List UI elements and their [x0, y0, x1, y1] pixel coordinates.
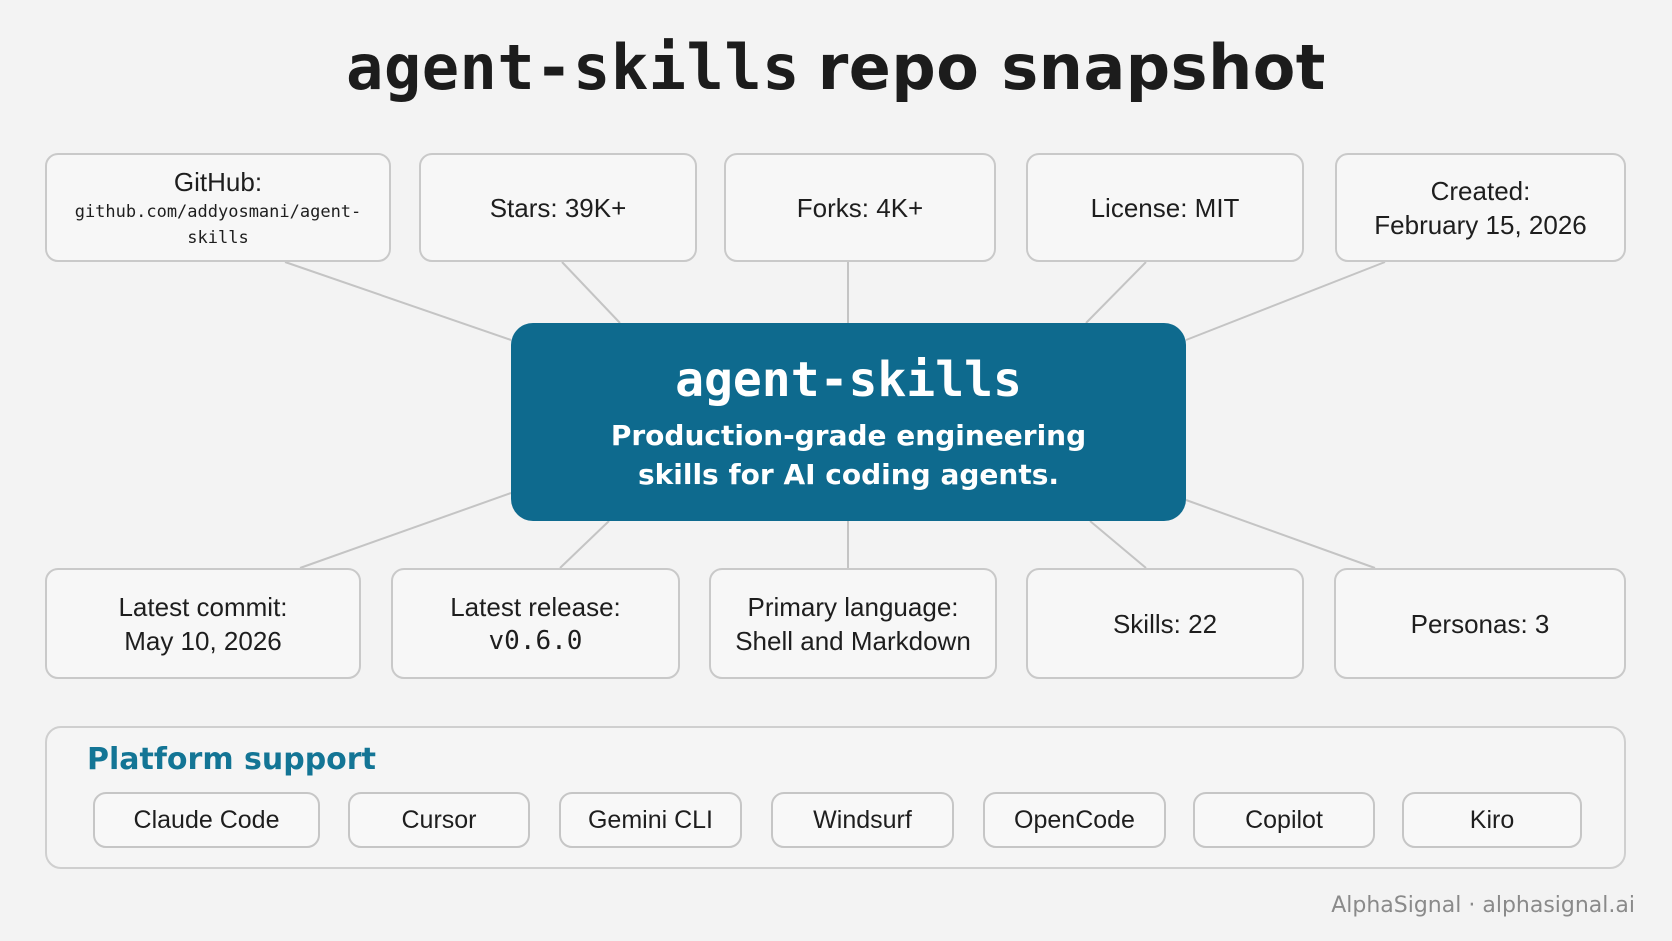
- footer-credit: AlphaSignal · alphasignal.ai: [1331, 893, 1635, 918]
- connector-license: [1085, 261, 1147, 324]
- platform-pill-gemini-cli[interactable]: Gemini CLI: [559, 792, 742, 848]
- repo-name: agent-skills: [675, 352, 1022, 408]
- latest-release-card: Latest release: v0.6.0: [391, 568, 680, 679]
- skills-card: Skills: 22: [1026, 568, 1304, 679]
- latest-commit-value: May 10, 2026: [124, 625, 282, 656]
- platform-pill-copilot[interactable]: Copilot: [1193, 792, 1375, 848]
- footer-brand: AlphaSignal: [1331, 893, 1462, 918]
- license-value: MIT: [1194, 192, 1240, 223]
- personas-label: Personas: 3: [1410, 608, 1550, 639]
- latest-release-label: Latest release:: [450, 591, 621, 622]
- title-repo-name: agent-skills: [346, 31, 800, 104]
- skills-label: Skills:: [1112, 608, 1181, 639]
- connector-personas: [1185, 499, 1376, 569]
- created-value: February 15, 2026: [1374, 209, 1587, 240]
- forks-value: 4K+: [876, 192, 924, 223]
- repo-description-line-2: skills for AI coding agents.: [637, 458, 1060, 491]
- created-card: Created: February 15, 2026: [1335, 153, 1626, 262]
- latest-release-version: v0.6.0: [488, 625, 583, 656]
- primary-language-value: Shell and Markdown: [735, 625, 971, 656]
- platform-pill-windsurf[interactable]: Windsurf: [771, 792, 954, 848]
- platform-pill-claude-code[interactable]: Claude Code: [93, 792, 320, 848]
- connector-skills: [1089, 520, 1147, 569]
- github-label: GitHub:: [173, 166, 263, 197]
- forks-stat: Forks: 4K+: [797, 191, 923, 225]
- skills-stat: Skills: 22: [1113, 607, 1217, 641]
- license-card: License: MIT: [1026, 153, 1304, 262]
- connector-github: [284, 261, 512, 341]
- latest-commit-card: Latest commit: May 10, 2026: [45, 568, 361, 679]
- repo-center-node: agent-skills Production-grade engineerin…: [511, 323, 1186, 521]
- connector-latest-commit: [299, 492, 512, 569]
- platform-pill-kiro[interactable]: Kiro: [1402, 792, 1582, 848]
- license-label: License:: [1090, 192, 1188, 223]
- primary-language-card: Primary language: Shell and Markdown: [709, 568, 997, 679]
- platform-support-title: Platform support: [87, 742, 376, 777]
- platform-pill-opencode[interactable]: OpenCode: [983, 792, 1166, 848]
- license-stat: License: MIT: [1091, 191, 1240, 225]
- platform-pill-cursor[interactable]: Cursor: [348, 792, 530, 848]
- platform-support-panel: Platform support Claude Code Cursor Gemi…: [45, 726, 1626, 869]
- footer-separator: ·: [1468, 893, 1476, 918]
- footer-url[interactable]: alphasignal.ai: [1482, 893, 1635, 918]
- forks-label: Forks:: [796, 192, 869, 223]
- latest-commit-label: Latest commit:: [118, 591, 288, 622]
- forks-card: Forks: 4K+: [724, 153, 996, 262]
- connector-latest-release: [559, 520, 610, 569]
- page-title: agent-skills repo snapshot: [0, 28, 1672, 109]
- stars-value: 39K+: [564, 192, 627, 223]
- primary-language-label: Primary language:: [747, 591, 959, 622]
- github-card[interactable]: GitHub: github.com/addyosmani/agent-skil…: [45, 153, 391, 262]
- skills-value: 22: [1188, 608, 1218, 639]
- personas-card: Personas: 3: [1334, 568, 1626, 679]
- created-label: Created:: [1430, 175, 1531, 206]
- github-url[interactable]: github.com/addyosmani/agent-skills: [74, 201, 362, 248]
- repo-description-line-1: Production-grade engineering: [610, 419, 1087, 452]
- stars-stat: Stars: 39K+: [490, 191, 627, 225]
- stars-card: Stars: 39K+: [419, 153, 697, 262]
- stars-label: Stars:: [489, 192, 558, 223]
- connector-created: [1185, 261, 1386, 341]
- title-suffix: repo snapshot: [817, 31, 1326, 104]
- connector-stars: [561, 261, 621, 324]
